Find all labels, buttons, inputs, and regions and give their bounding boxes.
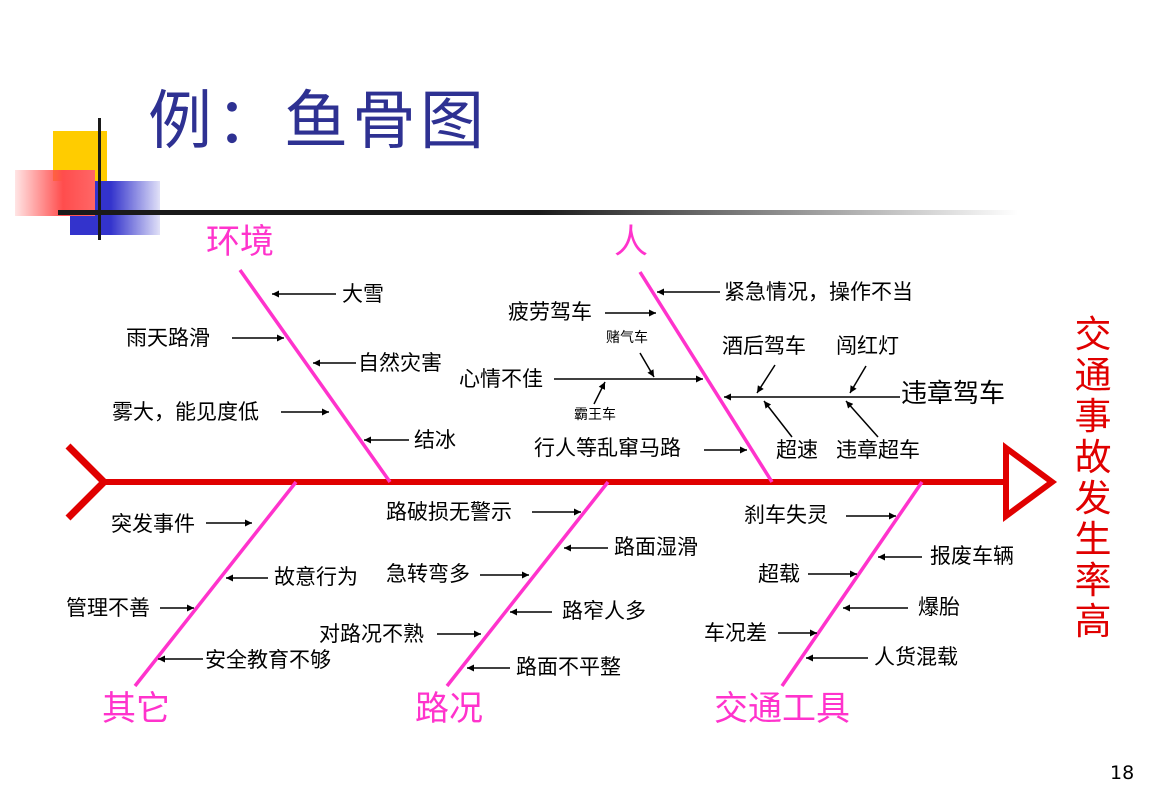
cause-poor-management: 管理不善 (66, 596, 150, 620)
spine-head-arrow (1003, 442, 1058, 522)
cause-heavy-snow: 大雪 (342, 282, 384, 306)
cause-bully-driving: 霸王车 (574, 407, 616, 423)
category-road: 路况 (415, 689, 483, 729)
category-vehicle: 交通工具 (714, 689, 850, 729)
cause-damaged-road-no-warning: 路破损无警示 (386, 500, 512, 524)
cause-emergency-mishandling: 紧急情况，操作不当 (724, 280, 913, 304)
deco-vertical-line (98, 118, 101, 240)
bone-vehicle (780, 481, 924, 687)
cause-fatigue-driving: 疲劳驾车 (508, 300, 592, 324)
cause-poor-vehicle-condition: 车况差 (704, 621, 767, 645)
bone-environment (238, 268, 392, 484)
cause-mixed-passenger-cargo: 人货混载 (874, 645, 958, 669)
cause-pedestrian-jaywalking: 行人等乱窜马路 (534, 436, 681, 460)
cause-sharp-turns: 急转弯多 (386, 562, 470, 586)
bone-people (638, 271, 774, 483)
cause-bad-mood: 心情不佳 (459, 367, 543, 391)
cause-narrow-crowded-road: 路窄人多 (562, 599, 646, 623)
cause-heavy-fog: 雾大，能见度低 (112, 400, 259, 424)
page-number: 18 (1110, 762, 1135, 784)
cause-brake-failure: 刹车失灵 (744, 503, 828, 527)
effect-text: 交通事故发生率高 (1074, 313, 1112, 643)
cause-intentional-behavior: 故意行为 (274, 565, 358, 589)
cause-drunk-driving: 酒后驾车 (722, 334, 806, 358)
cause-red-light: 闯红灯 (836, 334, 899, 358)
page-title: 例：鱼骨图 (148, 85, 488, 159)
cause-tire-burst: 爆胎 (918, 595, 960, 619)
cause-unfamiliar-road: 对路况不熟 (319, 622, 424, 646)
category-other: 其它 (102, 689, 170, 729)
bone-road (445, 480, 610, 688)
cause-scrapped-vehicle: 报废车辆 (930, 544, 1014, 568)
bone-other (133, 480, 298, 688)
cause-overloading: 超载 (758, 562, 800, 586)
cause-violation-driving: 违章驾车 (901, 379, 1006, 409)
cause-natural-disaster: 自然灾害 (358, 351, 442, 375)
title-underline (58, 210, 1018, 215)
main-bones (133, 268, 924, 688)
category-people: 人 (614, 222, 648, 262)
cause-illegal-overtaking: 违章超车 (836, 438, 920, 462)
cause-arrows (158, 288, 922, 672)
cause-emergency-event: 突发事件 (111, 512, 195, 536)
category-environment: 环境 (206, 222, 274, 262)
cause-speeding: 超速 (776, 438, 818, 462)
cause-rainy-slippery: 雨天路滑 (126, 326, 210, 350)
cause-icing: 结冰 (414, 428, 456, 452)
cause-uneven-road: 路面不平整 (516, 655, 621, 679)
cause-angry-driving: 赌气车 (606, 330, 648, 346)
effect-label: 交通事故发生率高 (1072, 314, 1114, 642)
spine (65, 442, 1058, 522)
cause-insufficient-safety-education: 安全教育不够 (205, 648, 331, 672)
cause-wet-road: 路面湿滑 (614, 535, 698, 559)
deco-red-square (15, 170, 95, 216)
